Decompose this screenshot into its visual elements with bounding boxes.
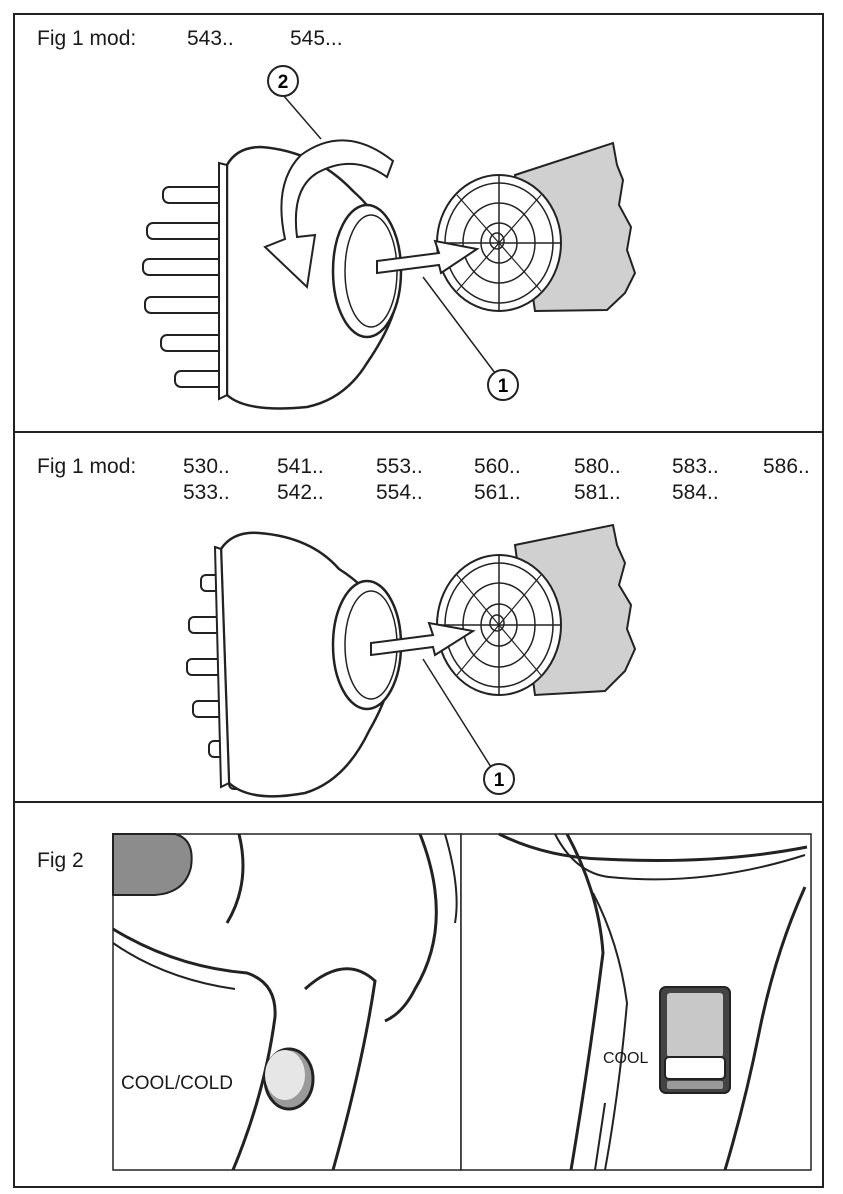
callout-1: 1 [422,658,515,795]
cool-label: COOL [603,1050,649,1067]
callout-1-number: 1 [494,770,505,791]
model-number: 583.. [672,455,719,478]
figure-label: Fig 1 mod: [37,27,137,50]
model-number: 584.. [672,481,719,504]
model-number: 581.. [574,481,621,504]
model-number: 561.. [474,481,521,504]
model-number: 580.. [574,455,621,478]
model-number: 542.. [277,481,324,504]
model-number: 560.. [474,455,521,478]
model-number: 543.. [187,27,234,50]
model-number: 533.. [183,481,230,504]
figure-label: Fig 2 [37,849,84,872]
model-number: 530.. [183,455,230,478]
model-number: 545... [290,27,343,50]
model-number: 554.. [376,481,423,504]
model-number: 553.. [376,455,423,478]
page-frame: Fig 1 mod: 543.. 545... [13,13,824,1188]
callout-2-number: 2 [278,72,289,93]
model-number: 586.. [763,455,810,478]
figure-label: Fig 1 mod: [37,455,137,478]
push-arrow [376,239,480,275]
callout-1-number: 1 [498,376,509,397]
left-detail-box [112,833,462,1171]
cool-cold-label: COOL/COLD [121,1073,233,1094]
right-detail-box [460,832,812,1171]
push-arrow [370,621,476,657]
figure-1-panel-top: Fig 1 mod: 543.. 545... [15,15,822,433]
callout-1: 1 [422,276,519,401]
figure-2-panel: Fig 2 [15,803,822,1186]
cool-button-illustration [112,832,812,1171]
callout-2: 2 [267,65,322,140]
model-number: 541.. [277,455,324,478]
concentrator-attach-illustration: 1 [186,523,637,798]
diffuser-attach-illustration: 2 1 [142,65,637,410]
figure-1-panel-middle: Fig 1 mod: 530.. 541.. 553.. 560.. 580..… [15,433,822,803]
rotate-arrow [263,139,395,290]
